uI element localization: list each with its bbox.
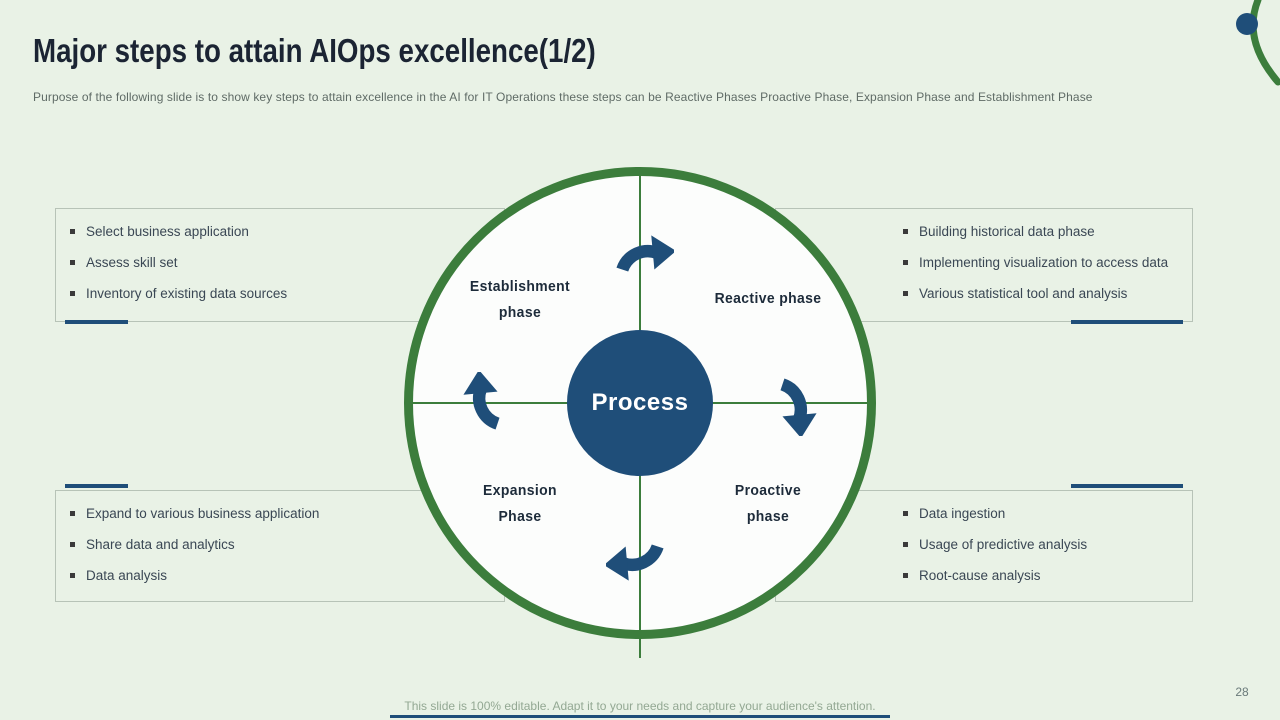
bullet-text: Various statistical tool and analysis (919, 285, 1128, 301)
list-item: Select business application (70, 222, 496, 240)
bullet-text: Share data and analytics (86, 536, 235, 552)
cycle-arrow-bottom-icon (606, 544, 664, 581)
list-item: Share data and analytics (70, 535, 496, 553)
accent-line-bottom-right (1071, 484, 1183, 488)
list-item: Data analysis (70, 566, 496, 584)
bullet-marker-icon (70, 259, 75, 265)
info-box-reactive: Building historical data phase Implement… (775, 208, 1193, 322)
bullet-marker-icon (70, 572, 75, 578)
footer-note: This slide is 100% editable. Adapt it to… (404, 699, 876, 713)
page-title: Major steps to attain AIOps excellence(1… (33, 32, 596, 69)
divider-vertical (639, 172, 641, 658)
bullet-text: Root-cause analysis (919, 567, 1041, 583)
page-subtitle: Purpose of the following slide is to sho… (33, 90, 1093, 104)
accent-line-top-left (65, 320, 128, 324)
list-item: Root-cause analysis (903, 566, 1184, 584)
bullet-text: Data analysis (86, 567, 168, 583)
bullet-list: Data ingestion Usage of predictive analy… (776, 491, 1192, 584)
bullet-marker-icon (903, 541, 908, 547)
bullet-text: Expand to various business application (86, 505, 320, 521)
bullet-text: Assess skill set (86, 254, 178, 270)
list-item: Usage of predictive analysis (903, 535, 1184, 553)
list-item: Building historical data phase (903, 222, 1184, 240)
process-label: Process (591, 389, 689, 416)
bullet-marker-icon (903, 259, 908, 265)
list-item: Assess skill set (70, 253, 496, 271)
bullet-marker-icon (70, 541, 75, 547)
corner-decoration (1236, 0, 1280, 86)
bullet-marker-icon (70, 290, 75, 296)
accent-line-top-right (1071, 320, 1183, 324)
list-item: Expand to various business application (70, 504, 496, 522)
bullet-marker-icon (903, 228, 908, 234)
info-box-expansion: Expand to various business application S… (55, 490, 505, 602)
list-item: Implementing visualization to access dat… (903, 253, 1184, 271)
accent-line-bottom-left (65, 484, 128, 488)
list-item: Various statistical tool and analysis (903, 284, 1184, 302)
bullet-list: Select business application Assess skill… (56, 209, 504, 302)
cycle-arrow-top-icon (616, 235, 674, 272)
list-item: Data ingestion (903, 504, 1184, 522)
divider-horizontal (406, 402, 874, 404)
bullet-text: Inventory of existing data sources (86, 285, 288, 301)
bullet-marker-icon (903, 572, 908, 578)
decoration-stem-icon (1249, 0, 1280, 86)
page-number: 28 (1235, 685, 1249, 699)
process-circle: Process (567, 330, 713, 476)
bullet-marker-icon (70, 510, 75, 516)
info-box-proactive: Data ingestion Usage of predictive analy… (775, 490, 1193, 602)
decoration-dot-icon (1236, 13, 1258, 35)
bullet-text: Select business application (86, 223, 249, 239)
bullet-text: Data ingestion (919, 505, 1006, 521)
footer-accent-line (390, 715, 890, 718)
bullet-text: Building historical data phase (919, 223, 1095, 239)
bullet-text: Usage of predictive analysis (919, 536, 1088, 552)
cycle-arrow-left-icon (463, 372, 500, 430)
info-box-establishment: Select business application Assess skill… (55, 208, 505, 322)
list-item: Inventory of existing data sources (70, 284, 496, 302)
bullet-list: Building historical data phase Implement… (776, 209, 1192, 302)
bullet-marker-icon (903, 290, 908, 296)
bullet-marker-icon (70, 228, 75, 234)
bullet-text: Implementing visualization to access dat… (919, 254, 1169, 270)
bullet-marker-icon (903, 510, 908, 516)
bullet-list: Expand to various business application S… (56, 491, 504, 584)
cycle-arrow-right-icon (780, 378, 817, 436)
